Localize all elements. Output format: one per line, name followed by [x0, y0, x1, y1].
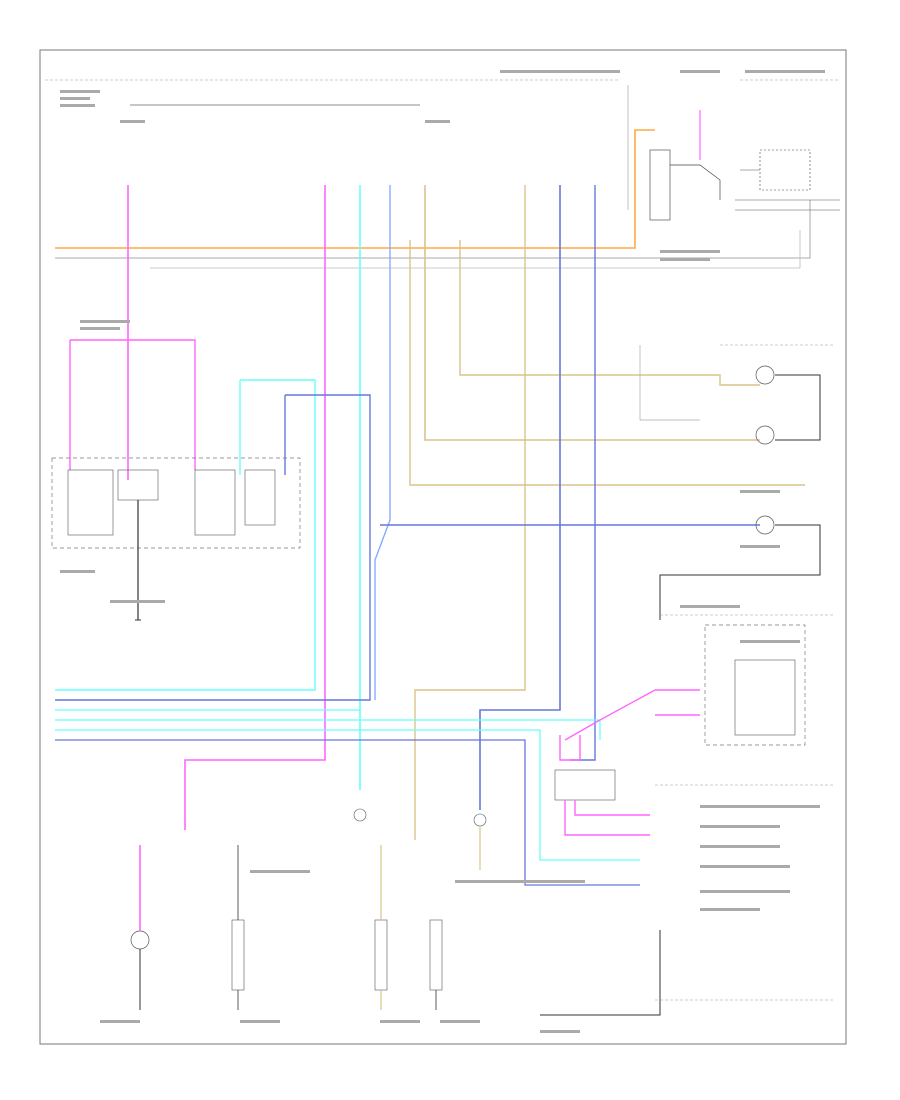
connector-block	[554, 769, 616, 801]
wire-blue-vertical	[479, 185, 561, 810]
left-tail-lamp-assembly	[51, 457, 301, 549]
label-marks	[60, 70, 825, 1033]
wire-orange	[55, 129, 655, 249]
diagram-border	[39, 49, 847, 1045]
switch-block	[649, 149, 671, 221]
wire-pink-vertical	[184, 185, 326, 830]
left-license-lamp	[130, 930, 150, 950]
right-tail-lamp	[755, 365, 775, 385]
wire-gray-top	[55, 200, 811, 259]
wire-tan-long	[414, 185, 526, 840]
rear-module	[704, 624, 806, 746]
wire-tan-vertical	[424, 185, 760, 441]
right-backup-lamp	[755, 515, 775, 535]
